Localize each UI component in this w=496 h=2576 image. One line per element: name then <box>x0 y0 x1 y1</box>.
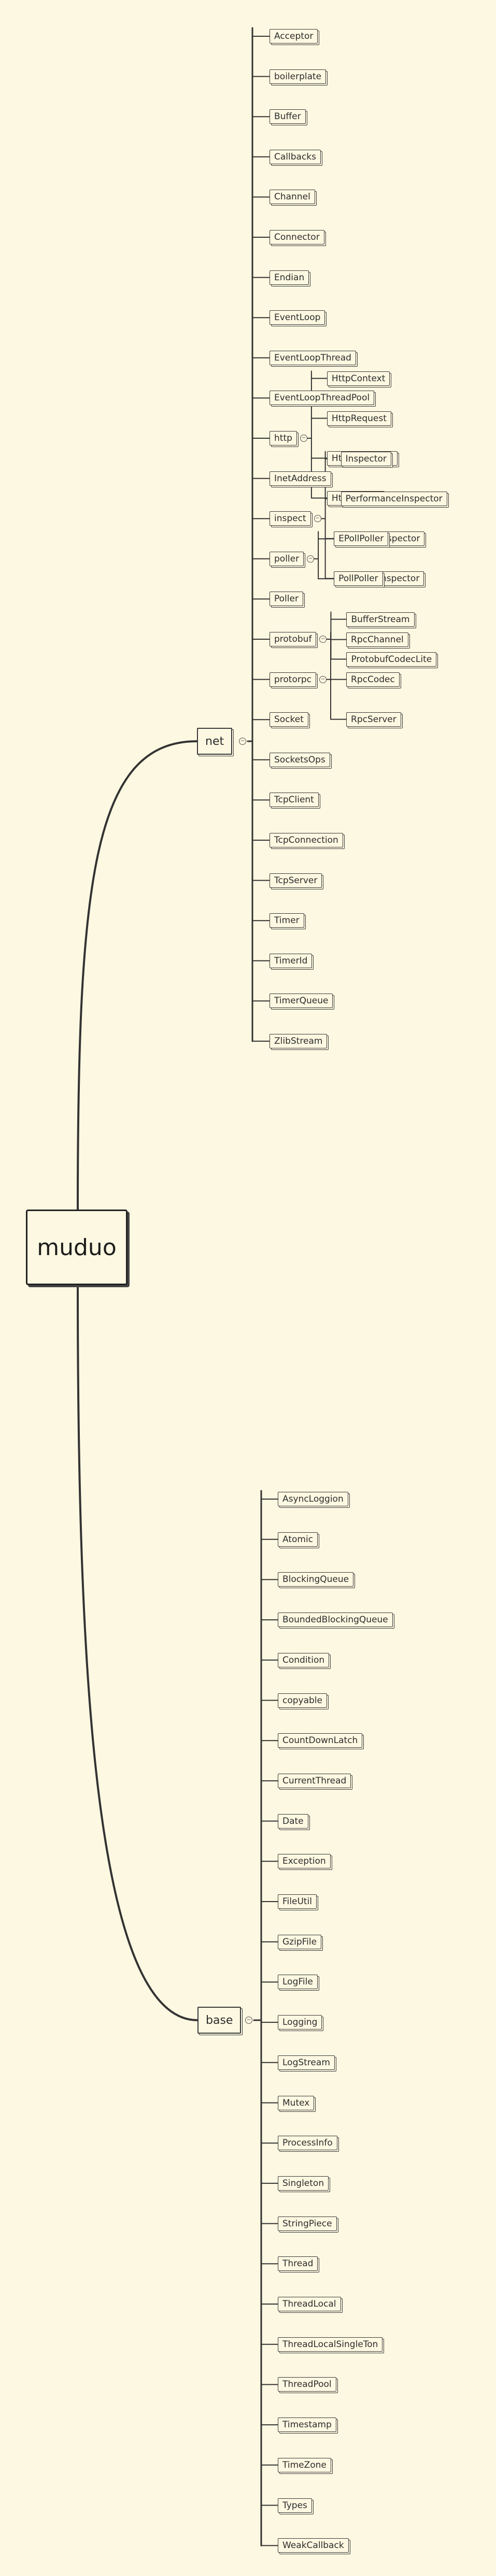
node-httprequest[interactable]: HttpRequest <box>327 411 391 426</box>
node-buffer[interactable]: Buffer <box>270 109 306 124</box>
node-weakcallback[interactable]: WeakCallback <box>278 2538 349 2553</box>
node-eventloopthread[interactable]: EventLoopThread <box>270 350 356 365</box>
collapse-toggle-icon[interactable]: − <box>319 636 327 643</box>
node-endian[interactable]: Endian <box>270 270 309 285</box>
node-threadlocalsingleton[interactable]: ThreadLocalSingleTon <box>278 2337 383 2352</box>
node-rpcserver[interactable]: RpcServer <box>346 712 401 727</box>
branch-curve <box>77 1284 199 2021</box>
node-tcpserver[interactable]: TcpServer <box>270 873 322 888</box>
node-performanceinspector[interactable]: PerformanceInspector <box>341 491 447 506</box>
node-atomic[interactable]: Atomic <box>278 1532 318 1547</box>
node-tcpconnection[interactable]: TcpConnection <box>270 833 343 847</box>
node-timestamp[interactable]: Timestamp <box>278 2417 336 2433</box>
node-logging[interactable]: Logging <box>278 2015 322 2030</box>
collapse-toggle-icon[interactable]: − <box>319 675 327 683</box>
node-exception[interactable]: Exception <box>278 1854 331 1869</box>
node-threadpool[interactable]: ThreadPool <box>278 2377 336 2392</box>
node-fileutil[interactable]: FileUtil <box>278 1894 317 1909</box>
node-mutex[interactable]: Mutex <box>278 2095 315 2110</box>
node-protorpc[interactable]: protorpc <box>270 672 317 687</box>
node-blockingqueue[interactable]: BlockingQueue <box>278 1572 354 1587</box>
node-timer[interactable]: Timer <box>270 913 304 928</box>
node-callbacks[interactable]: Callbacks <box>270 149 321 164</box>
node-logstream[interactable]: LogStream <box>278 2055 335 2070</box>
node-zlibstream[interactable]: ZlibStream <box>270 1034 328 1048</box>
node-copyable[interactable]: copyable <box>278 1693 327 1708</box>
node-poller[interactable]: poller <box>270 551 304 566</box>
node-timerqueue[interactable]: TimerQueue <box>270 994 333 1009</box>
node-types[interactable]: Types <box>278 2498 312 2513</box>
node-inspector[interactable]: Inspector <box>341 451 391 466</box>
node-bufferstream[interactable]: BufferStream <box>346 612 415 627</box>
node-net[interactable]: net <box>197 728 233 755</box>
node-singleton[interactable]: Singleton <box>278 2176 329 2191</box>
branch-curve <box>77 740 198 1211</box>
node-timezone[interactable]: TimeZone <box>278 2457 331 2472</box>
node-tcpclient[interactable]: TcpClient <box>270 793 319 808</box>
node-rpccodec[interactable]: RpcCodec <box>346 672 400 687</box>
node-date[interactable]: Date <box>278 1814 308 1829</box>
node-threadlocal[interactable]: ThreadLocal <box>278 2297 341 2311</box>
node-boundedblockingqueue[interactable]: BoundedBlockingQueue <box>278 1613 393 1628</box>
node-channel[interactable]: Channel <box>270 190 315 205</box>
node-condition[interactable]: Condition <box>278 1652 330 1667</box>
collapse-toggle-icon[interactable]: − <box>314 515 321 523</box>
node-logfile[interactable]: LogFile <box>278 1975 318 1990</box>
node-rpcchannel[interactable]: RpcChannel <box>346 632 408 647</box>
root-label: muduo <box>37 1234 117 1261</box>
node-poller[interactable]: Poller <box>270 592 303 607</box>
node-pollpoller[interactable]: PollPoller <box>334 571 383 586</box>
node-gzipfile[interactable]: GzipFile <box>278 1934 322 1949</box>
node-processinfo[interactable]: ProcessInfo <box>278 2136 337 2151</box>
collapse-toggle-icon[interactable]: − <box>307 555 315 563</box>
node-base[interactable]: base <box>197 2007 242 2034</box>
node-connector[interactable]: Connector <box>270 230 324 244</box>
node-timerid[interactable]: TimerId <box>270 953 313 968</box>
root-node[interactable]: muduo <box>26 1210 127 1285</box>
node-acceptor[interactable]: Acceptor <box>270 29 318 44</box>
node-boilerplate[interactable]: boilerplate <box>270 69 327 84</box>
collapse-toggle-icon[interactable]: − <box>239 738 246 745</box>
node-thread[interactable]: Thread <box>278 2256 318 2271</box>
node-protobuf[interactable]: protobuf <box>270 632 317 646</box>
node-epollpoller[interactable]: EPollPoller <box>334 531 389 546</box>
node-httpcontext[interactable]: HttpContext <box>327 371 390 386</box>
node-countdownlatch[interactable]: CountDownLatch <box>278 1733 363 1748</box>
node-socket[interactable]: Socket <box>270 712 308 727</box>
node-inspect[interactable]: inspect <box>270 511 311 526</box>
collapse-toggle-icon[interactable]: − <box>245 2017 252 2024</box>
node-currentthread[interactable]: CurrentThread <box>278 1773 351 1788</box>
node-eventloopthreadpool[interactable]: EventLoopThreadPool <box>270 391 375 406</box>
node-protobufcodeclite[interactable]: ProtobufCodecLite <box>346 652 437 667</box>
node-inetaddress[interactable]: InetAddress <box>270 471 331 486</box>
node-asyncloggion[interactable]: AsyncLoggion <box>278 1492 348 1506</box>
node-stringpiece[interactable]: StringPiece <box>278 2216 337 2231</box>
node-eventloop[interactable]: EventLoop <box>270 310 325 325</box>
node-socketsops[interactable]: SocketsOps <box>270 752 330 767</box>
collapse-toggle-icon[interactable]: − <box>300 435 307 442</box>
node-http[interactable]: http <box>270 431 297 445</box>
